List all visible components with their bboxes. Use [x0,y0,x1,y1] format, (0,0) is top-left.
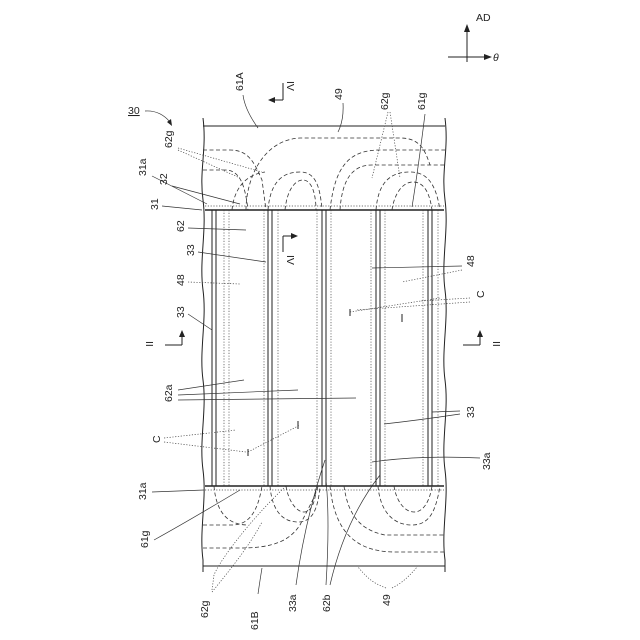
label-61g-left: 61g [139,530,151,548]
label-33-upper: 33 [185,244,197,256]
label-32: 32 [158,173,170,185]
upper-flow-channels [203,138,445,210]
lower-flow-channels [203,486,445,552]
label-31a-bottom: 31a [137,482,149,500]
section-ii-left-label: II [143,341,155,347]
chain-lines [248,298,440,456]
section-iv-top-label: IV [284,81,296,91]
axial-direction-label: AD [476,12,491,24]
label-61B: 61B [249,611,261,630]
label-48-left: 48 [175,274,187,286]
label-49-bottom: 49 [381,594,393,606]
figure-number: 30 [128,105,140,117]
label-62g-top: 62g [379,92,391,110]
cell-body [205,206,444,490]
label-31a-top: 31a [137,158,149,176]
label-C-left: C [151,435,163,443]
label-31: 31 [149,198,161,210]
arrow-right-icon [484,54,492,60]
label-48-right: 48 [465,255,477,267]
label-62g-left: 62g [163,130,175,148]
label-33a-right: 33a [481,452,493,470]
label-62a: 62a [163,384,175,402]
section-iv-mid-label: IV [284,255,296,265]
label-62g-bottom: 62g [199,600,211,618]
direction-indicator: AD θ [448,12,499,64]
label-33-right: 33 [465,406,477,418]
label-61A: 61A [234,72,246,91]
label-62: 62 [175,220,187,232]
sheet-outline [202,118,446,572]
label-49-top: 49 [333,88,345,100]
circumferential-direction-label: θ [493,52,499,64]
arrow-up-icon [464,24,470,32]
figure-reference: 30 [128,105,172,126]
section-ii-right-label: II [490,341,502,347]
label-62b: 62b [321,594,333,612]
reference-labels: 61A 49 62g 61g 62g 31a 32 31 62 33 48 [137,72,493,630]
label-33a-bottom: 33a [287,594,299,612]
label-33-left: 33 [175,306,187,318]
separator-walls [212,210,438,486]
label-C-right: C [475,290,487,298]
label-61g-top: 61g [416,92,428,110]
